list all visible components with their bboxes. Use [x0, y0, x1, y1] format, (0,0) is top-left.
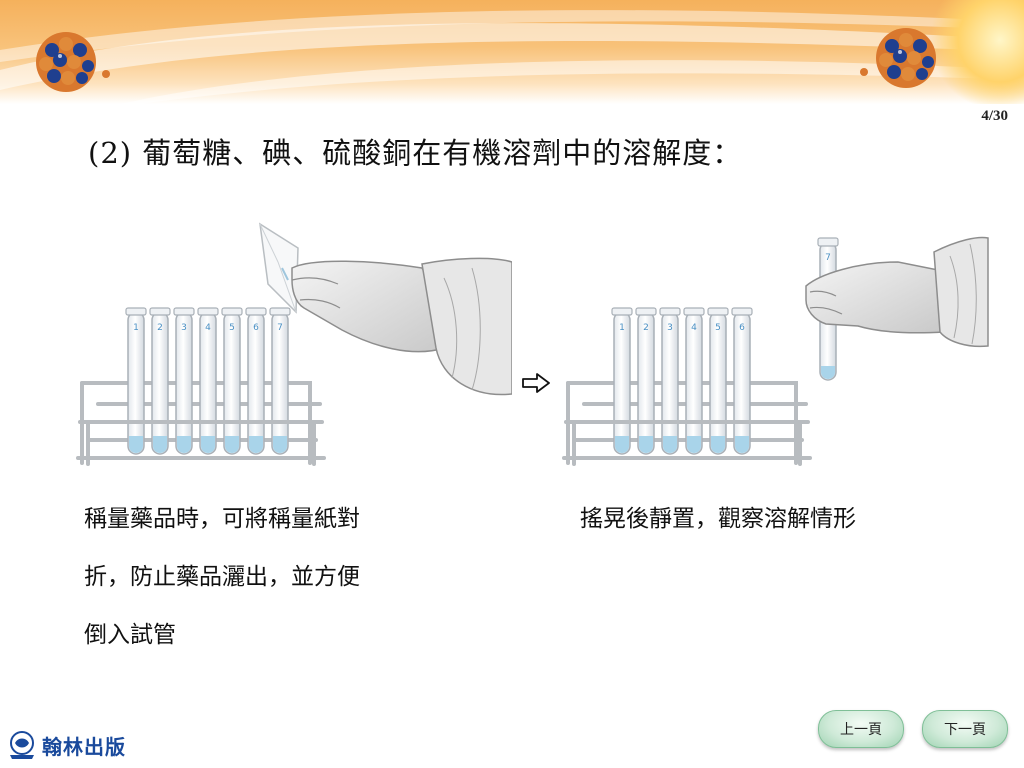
- test-tube: 4: [197, 307, 219, 455]
- test-tube: 7: [269, 307, 291, 455]
- test-tube-label: 4: [691, 323, 697, 333]
- test-tube: 5: [707, 307, 729, 455]
- test-tube: 3: [659, 307, 681, 455]
- test-tube-label: 3: [667, 323, 673, 333]
- test-tube-label: 6: [253, 323, 259, 333]
- test-tube: 1: [125, 307, 147, 455]
- caption-shaking: 搖晃後靜置，觀察溶解情形: [580, 490, 1000, 548]
- test-tube-label: 1: [619, 323, 625, 333]
- test-tube: 5: [221, 307, 243, 455]
- test-tube: 2: [635, 307, 657, 455]
- test-tube: 2: [149, 307, 171, 455]
- held-tube-label: 7: [825, 253, 831, 263]
- page-counter: 4/30: [981, 108, 1008, 124]
- test-tube-label: 2: [157, 323, 163, 333]
- publisher-name: 翰林出版: [42, 734, 126, 759]
- prev-page-button[interactable]: 上一頁: [818, 710, 904, 748]
- illustration-shaking-tube: 1 2 3 4 5 6 7: [562, 236, 989, 466]
- test-tube-label: 6: [739, 323, 745, 333]
- illustration-weighing-paper: 1 2 3 4 5 6 7: [76, 222, 512, 466]
- test-tube-label: 5: [229, 323, 235, 333]
- publisher-emblem-icon: [10, 731, 34, 759]
- molecule-ball-icon-right: [876, 28, 936, 88]
- hollow-right-arrow-icon: [522, 373, 550, 393]
- test-tube-label: 3: [181, 323, 187, 333]
- weighing-paper: [259, 222, 299, 314]
- banner-decoration: [0, 0, 1024, 104]
- gloved-hand-left: [291, 257, 512, 396]
- test-tube-label: 7: [277, 323, 283, 333]
- test-tube: 6: [731, 307, 753, 455]
- caption-line: 倒入試管: [84, 622, 176, 648]
- caption-weighing: 稱量藥品時，可將稱量紙對 折，防止藥品灑出，並方便 倒入試管: [84, 490, 484, 664]
- test-tube-label: 4: [205, 323, 211, 333]
- caption-line: 稱量藥品時，可將稱量紙對: [84, 506, 360, 532]
- test-tube: 6: [245, 307, 267, 455]
- test-tube-label: 5: [715, 323, 721, 333]
- test-tube-label: 2: [643, 323, 649, 333]
- caption-line: 折，防止藥品灑出，並方便: [84, 564, 360, 590]
- caption-line: 搖晃後靜置，觀察溶解情形: [580, 506, 856, 532]
- test-tube: 3: [173, 307, 195, 455]
- molecule-ball-icon-left: [36, 32, 96, 92]
- publisher-logo: 翰林出版: [6, 728, 156, 762]
- next-page-button[interactable]: 下一頁: [922, 710, 1008, 748]
- test-tube: 1: [611, 307, 633, 455]
- test-tube: 4: [683, 307, 705, 455]
- gloved-hand-right: [805, 236, 989, 348]
- test-tube-label: 1: [133, 323, 139, 333]
- header-banner: [0, 0, 1024, 104]
- page-title: (2) 葡萄糖、碘、硫酸銅在有機溶劑中的溶解度：: [88, 136, 743, 170]
